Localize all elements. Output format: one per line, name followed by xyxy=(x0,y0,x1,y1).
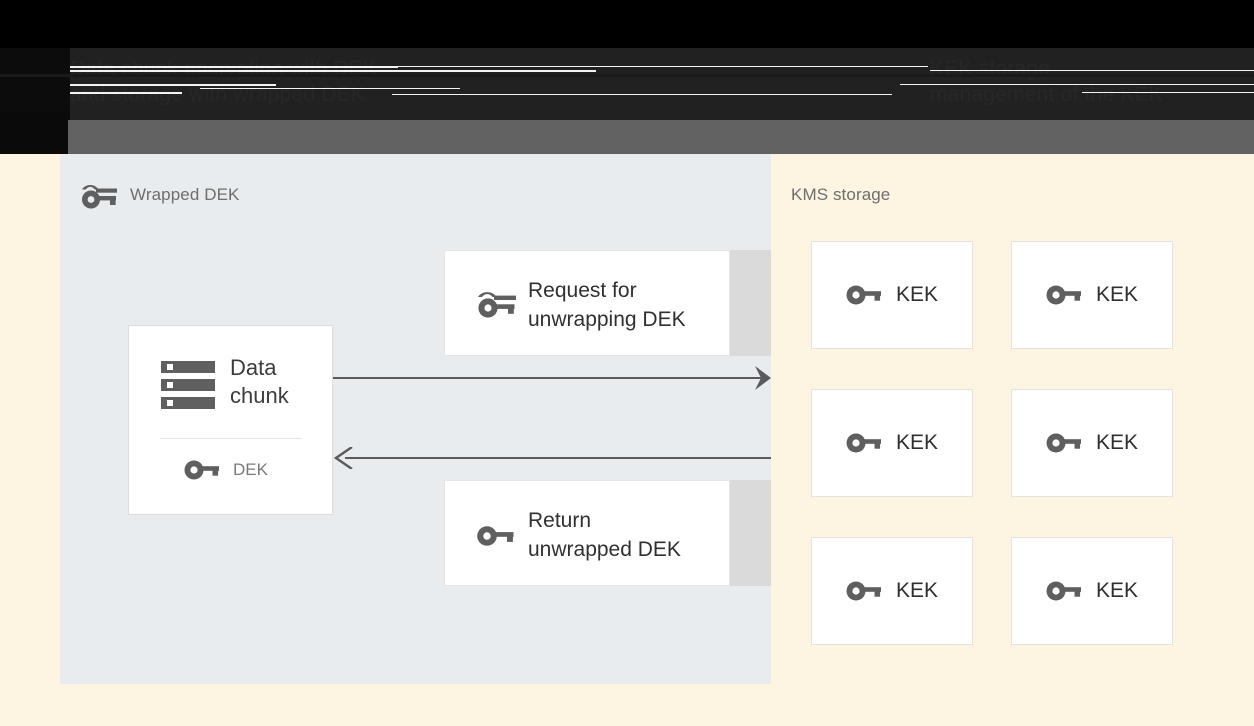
glitch-line xyxy=(0,92,182,94)
glitch-line xyxy=(900,84,1254,85)
return-card-text: Return unwrapped DEK xyxy=(528,509,681,561)
key-icon xyxy=(846,430,882,456)
header-band: Data chunk encryption with DEK and stora… xyxy=(0,48,1254,120)
glitch-line xyxy=(0,66,398,68)
header-title-right: KEK storage management of the KEK xyxy=(930,57,1164,106)
request-card: Request for unwrapping DEK xyxy=(444,250,730,356)
storage-icon xyxy=(161,359,215,411)
right-panel-title: KMS storage xyxy=(791,185,891,204)
grey-bar-notch xyxy=(0,113,68,154)
return-card: Return unwrapped DEK xyxy=(444,480,730,586)
return-card-strip xyxy=(730,480,772,586)
wrapped-key-icon xyxy=(476,287,518,321)
grey-bar xyxy=(0,120,1254,154)
kek-card: KEK xyxy=(1011,241,1173,349)
key-icon xyxy=(846,282,882,308)
key-icon xyxy=(476,521,518,555)
glitch-line xyxy=(930,70,1254,71)
kek-card: KEK xyxy=(1011,537,1173,645)
request-card-strip xyxy=(730,250,772,356)
glitch-block xyxy=(0,48,70,120)
return-arrow-line xyxy=(345,457,771,459)
data-chunk-label: Data chunk xyxy=(230,355,289,408)
request-card-text: Request for unwrapping DEK xyxy=(528,279,686,331)
key-icon xyxy=(1046,578,1082,604)
key-icon xyxy=(1046,282,1082,308)
kek-card: KEK xyxy=(811,241,973,349)
key-icon xyxy=(184,457,220,483)
glitch-line xyxy=(1082,92,1254,93)
left-panel-title: Wrapped DEK xyxy=(130,185,240,204)
kek-label: KEK xyxy=(1095,283,1139,306)
kek-label: KEK xyxy=(1095,431,1139,454)
return-arrow-head-icon xyxy=(334,447,354,469)
glitch-block xyxy=(0,74,1254,77)
kek-label: KEK xyxy=(1095,579,1139,602)
data-chunk-card: Data chunk DEK xyxy=(128,325,333,515)
header-title-left: Data chunk encryption with DEK and stora… xyxy=(70,57,378,106)
glitch-line xyxy=(0,70,596,72)
key-icon xyxy=(1046,430,1082,456)
request-arrow-head-icon xyxy=(755,366,777,390)
glitch-line xyxy=(200,88,460,89)
kek-card: KEK xyxy=(1011,389,1173,497)
kek-label: KEK xyxy=(895,283,939,306)
glitch-line xyxy=(398,66,928,67)
glitch-line xyxy=(392,94,892,95)
top-black-bar xyxy=(0,0,1254,48)
kek-card: KEK xyxy=(811,537,973,645)
kek-label: KEK xyxy=(895,431,939,454)
kek-card: KEK xyxy=(811,389,973,497)
request-arrow-line xyxy=(333,377,767,379)
key-icon xyxy=(846,578,882,604)
dek-label: DEK xyxy=(233,460,268,479)
card-divider xyxy=(160,438,302,439)
kek-label: KEK xyxy=(895,579,939,602)
glitch-line xyxy=(0,84,276,86)
wrapped-key-icon xyxy=(79,180,119,210)
